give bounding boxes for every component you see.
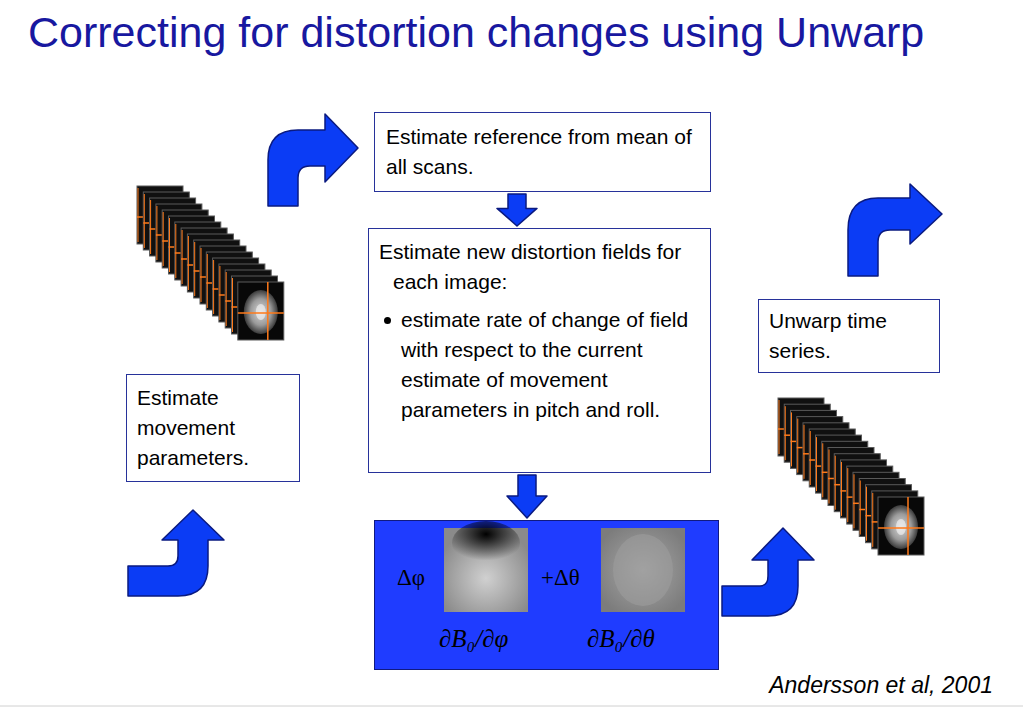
block-arrow xyxy=(497,194,537,226)
block-arrow xyxy=(507,475,547,518)
footer-rule xyxy=(0,706,1023,707)
delta-label: +Δθ xyxy=(541,565,580,591)
process-box: Estimate new distortion fields for each … xyxy=(368,228,711,473)
process-box: Estimate movement parameters. xyxy=(126,374,300,482)
process-box: Unwarp time series. xyxy=(758,299,940,373)
process-box: Estimate reference from mean of all scan… xyxy=(374,112,711,192)
box-heading: Estimate new distortion fields for each … xyxy=(379,237,702,297)
bullet-text: estimate rate of change of field with re… xyxy=(401,305,702,425)
delta-label: Δφ xyxy=(397,565,425,591)
image-stack xyxy=(137,186,284,340)
derivative-label: ∂B₀/∂θ xyxy=(587,625,655,653)
curved-arrow xyxy=(128,510,224,596)
citation: Andersson et al, 2001 xyxy=(769,672,993,699)
slide-title: Correcting for distortion changes using … xyxy=(28,2,968,62)
derivative-label: ∂B₀/∂φ xyxy=(439,625,508,653)
bullet-item: estimate rate of change of field with re… xyxy=(379,305,702,425)
box-heading: Estimate reference from mean of all scan… xyxy=(386,122,700,182)
field-panel: Δφ +Δθ ∂B₀/∂φ ∂B₀/∂θ xyxy=(374,520,719,670)
curved-arrow xyxy=(722,528,814,616)
curved-arrow xyxy=(268,114,358,206)
image-stack xyxy=(778,398,924,555)
field-thumbnails xyxy=(375,521,720,671)
bullet-dot xyxy=(384,317,391,324)
box-heading: Estimate movement parameters. xyxy=(137,383,291,473)
curved-arrow xyxy=(848,184,942,276)
box-heading: Unwarp time series. xyxy=(769,306,931,366)
